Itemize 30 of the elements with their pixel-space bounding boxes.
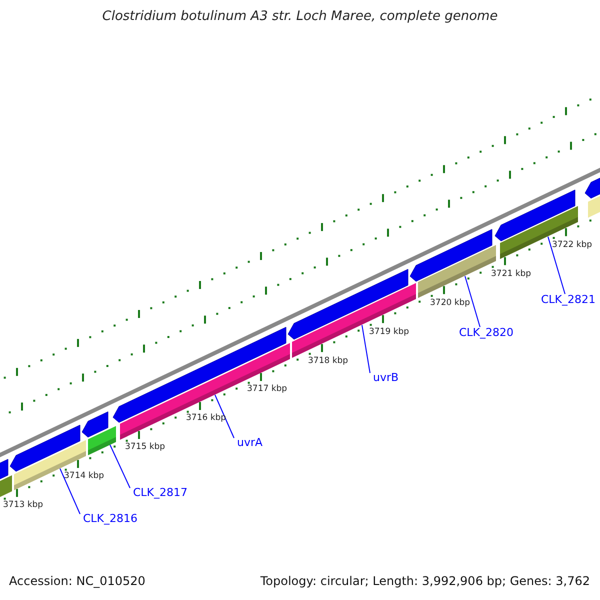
leader-line (110, 444, 130, 488)
leader-line (214, 394, 234, 438)
gene-label: uvrB (373, 371, 399, 384)
scale-label: 3721 kbp (491, 268, 532, 279)
scale-label: 3722 kbp (552, 240, 592, 250)
scale-label: 3717 kbp (247, 384, 288, 394)
diagram-title: Clostridium botulinum A3 str. Loch Maree, complete genome (101, 9, 499, 24)
gene-bar (120, 343, 290, 440)
gene-label: CLK_2821 (541, 293, 596, 306)
scale-label: 3718 kbp (308, 356, 348, 366)
leader-line (362, 324, 370, 374)
scale-label: 3714 kbp (64, 471, 104, 482)
scale-label: 3720 kbp (430, 298, 470, 308)
gene-bar (88, 426, 116, 456)
leader-line (548, 236, 566, 294)
scale-label: 3716 kbp (186, 413, 226, 424)
scale-label: 3713 kbp (3, 500, 44, 510)
leader-line (464, 276, 480, 328)
gene-label: CLK_2820 (459, 326, 514, 339)
gene-bar (500, 206, 578, 260)
gene-bar (14, 440, 86, 490)
gene-bar (292, 283, 416, 358)
gene-label: CLK_2816 (83, 512, 138, 525)
gene-label: uvrA (237, 436, 263, 449)
gene-label: CLK_2817 (133, 486, 188, 499)
scale-label: 3715 kbp (125, 442, 166, 452)
leader-line (60, 468, 80, 514)
scale-label: 3719 kbp (369, 326, 410, 337)
footer-text: Topology: circular; Length: 3,992,906 bp; Genes: 3,762 (260, 574, 590, 588)
footer-text: Accession: NC_010520 (9, 574, 146, 588)
